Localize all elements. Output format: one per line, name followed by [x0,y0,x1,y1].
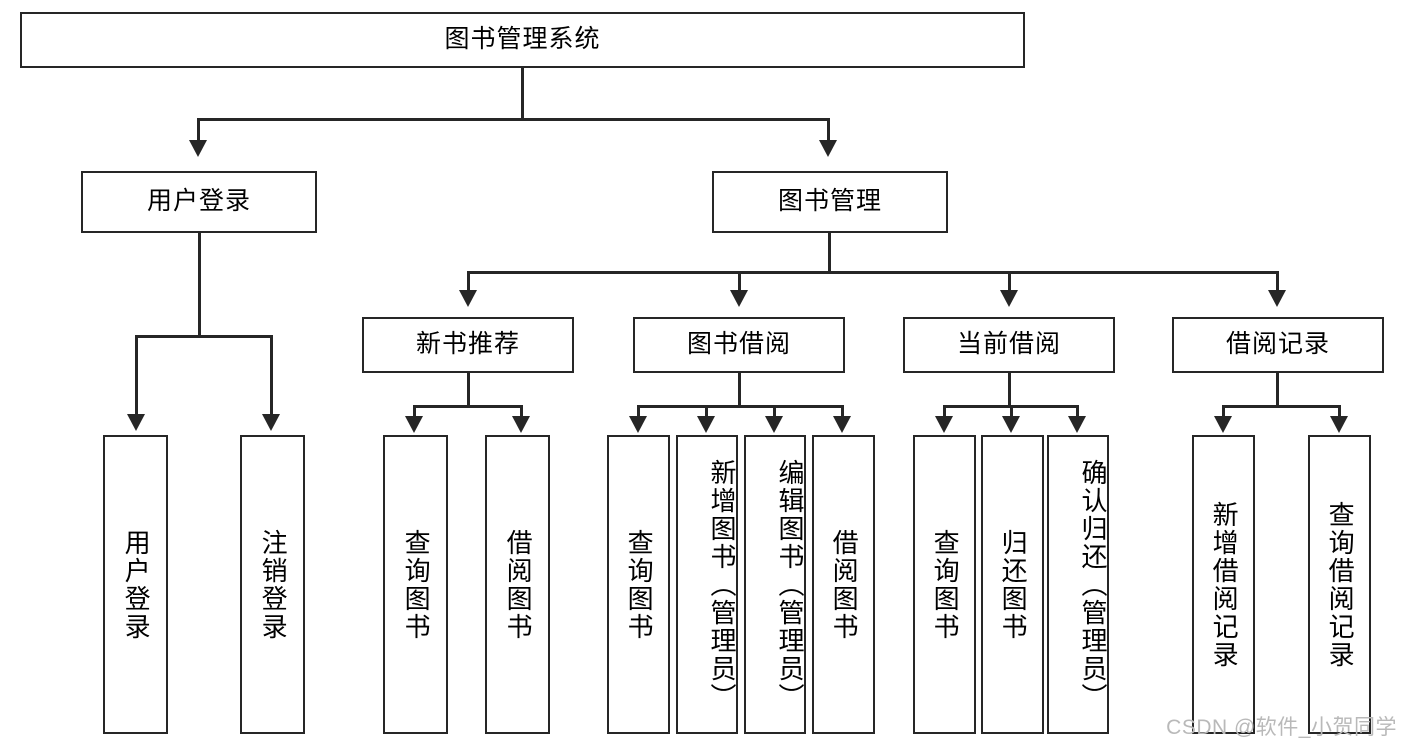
connector-bb-to-leaf-4 [841,405,844,417]
node-label: 借阅图书 [503,528,534,641]
node-label: 借阅图书 [829,528,860,641]
connector-br-to-leaf-1 [1222,405,1225,417]
connector-bb-to-leaf-3 [773,405,776,417]
arrowhead-leaf-query-book-3 [935,416,953,433]
connector-new-book-bus [413,405,523,408]
leaf-borrow-book-2[interactable]: 借阅图书 [812,435,875,734]
node-label: 当前借阅 [956,330,1061,359]
connector-user-login-stem [198,233,201,337]
node-new-book-recommend[interactable]: 新书推荐 [362,317,574,373]
connector-book-borrow-bus [637,405,844,408]
node-book-management-system[interactable]: 图书管理系统 [20,12,1025,68]
leaf-edit-book[interactable]: 编辑图书（管理员） [744,435,806,734]
connector-br-to-leaf-2 [1338,405,1341,417]
connector-bm-to-new-book [467,271,470,291]
node-current-borrow[interactable]: 当前借阅 [903,317,1115,373]
leaf-query-record[interactable]: 查询借阅记录 [1308,435,1371,734]
node-borrow-record[interactable]: 借阅记录 [1172,317,1384,373]
connector-new-book-to-leaf-1 [413,405,416,417]
connector-book-management-bus [467,271,1279,274]
node-label: 查询借阅记录 [1325,500,1356,669]
arrowhead-leaf-logout-login [262,414,280,431]
node-label: 归还图书 [998,528,1029,641]
arrowhead-leaf-user-login [127,414,145,431]
node-label: 查询图书 [930,528,961,641]
node-label: 图书管理 [777,187,882,216]
leaf-borrow-book-1[interactable]: 借阅图书 [485,435,550,734]
arrowhead-book-management [819,140,837,157]
connector-bb-to-leaf-1 [637,405,640,417]
node-label: 借阅记录 [1225,330,1330,359]
leaf-confirm-return[interactable]: 确认归还（管理员） [1047,435,1109,734]
leaf-return-book[interactable]: 归还图书 [981,435,1044,734]
arrowhead-leaf-query-record [1330,416,1348,433]
connector-borrow-record-bus [1222,405,1341,408]
node-label: 新增借阅记录 [1209,500,1240,669]
leaf-logout-login[interactable]: 注销登录 [240,435,305,734]
connector-new-book-to-leaf-2 [520,405,523,417]
arrowhead-leaf-query-book-2 [629,416,647,433]
node-label: 注销登录 [258,528,289,641]
arrowhead-leaf-edit-book [765,416,783,433]
connector-user-login-to-leaf-2 [270,335,273,415]
connector-book-management-stem [828,233,831,273]
node-label: 用户登录 [121,528,152,641]
node-label: 查询图书 [401,528,432,641]
connector-user-login-to-leaf-1 [135,335,138,415]
node-user-login[interactable]: 用户登录 [81,171,317,233]
node-label: 查询图书 [624,528,655,641]
connector-borrow-record-stem [1276,373,1279,407]
arrowhead-leaf-add-book [697,416,715,433]
arrowhead-leaf-confirm-return [1068,416,1086,433]
node-book-management[interactable]: 图书管理 [712,171,948,233]
node-label: 图书管理系统 [444,25,601,54]
arrowhead-book-borrow [730,290,748,307]
leaf-user-login[interactable]: 用户登录 [103,435,168,734]
connector-root-to-user-login [197,118,200,141]
node-label: 新书推荐 [415,330,520,359]
connector-bb-to-leaf-2 [705,405,708,417]
connector-bm-to-borrow-record [1276,271,1279,291]
arrowhead-leaf-borrow-book-1 [512,416,530,433]
connector-cb-to-leaf-1 [943,405,946,417]
arrowhead-leaf-borrow-book-2 [833,416,851,433]
leaf-add-book[interactable]: 新增图书（管理员） [676,435,738,734]
connector-bm-to-current-borrow [1008,271,1011,291]
connector-user-login-bus [135,335,273,338]
arrowhead-current-borrow [1000,290,1018,307]
arrowhead-borrow-record [1268,290,1286,307]
connector-cb-to-leaf-3 [1076,405,1079,417]
connector-cb-to-leaf-2 [1010,405,1013,417]
connector-root-stem [521,68,524,120]
node-label: 图书借阅 [686,330,791,359]
arrowhead-user-login [189,140,207,157]
node-label: 用户登录 [146,187,251,216]
node-book-borrow[interactable]: 图书借阅 [633,317,845,373]
connector-root-bus [197,118,829,121]
watermark-text: CSDN @软件_小贺同学 [1166,716,1397,739]
arrowhead-leaf-query-book-1 [405,416,423,433]
leaf-query-book-3[interactable]: 查询图书 [913,435,976,734]
leaf-query-book-2[interactable]: 查询图书 [607,435,670,734]
leaf-add-record[interactable]: 新增借阅记录 [1192,435,1255,734]
leaf-query-book-1[interactable]: 查询图书 [383,435,448,734]
arrowhead-leaf-add-record [1214,416,1232,433]
connector-root-to-book-management [827,118,830,141]
node-label: 编辑图书（管理员） [775,458,805,711]
connector-book-borrow-stem [738,373,741,407]
arrowhead-leaf-return-book [1002,416,1020,433]
node-label: 确认归还（管理员） [1078,458,1108,711]
connector-new-book-stem [467,373,470,407]
node-label: 新增图书（管理员） [707,458,737,711]
connector-bm-to-book-borrow [738,271,741,291]
arrowhead-new-book-recommend [459,290,477,307]
connector-current-borrow-stem [1008,373,1011,407]
